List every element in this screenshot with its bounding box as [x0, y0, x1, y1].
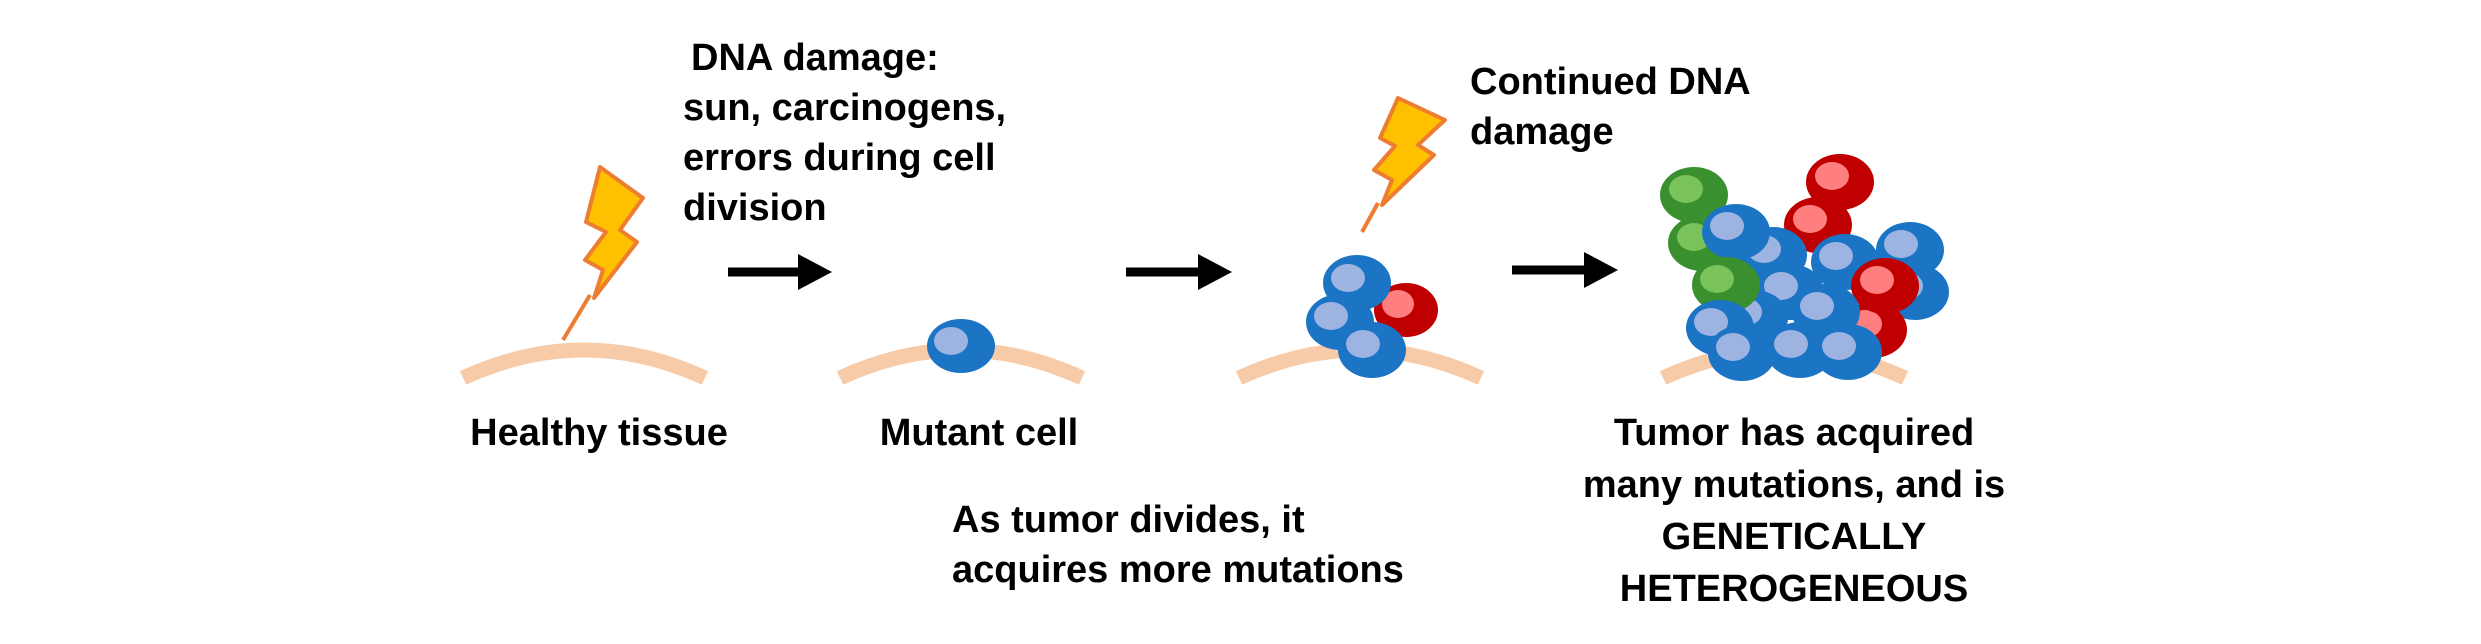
- stage-label-line: HETEROGENEOUS: [1619, 568, 1969, 610]
- stage-label: Mutant cell: [879, 412, 1079, 454]
- dna-damage-annotation: DNA damage: sun, carcinogens, errors dur…: [683, 33, 1006, 233]
- right-arrow-icon: [1512, 252, 1618, 288]
- stage-label-line: many mutations, and is: [1582, 464, 2006, 506]
- stage-label-healthy: Healthy tissue: [426, 408, 772, 458]
- dna-damage-line: errors during cell: [683, 137, 996, 179]
- stage-label-line: GENETICALLY: [1661, 516, 1927, 558]
- continued-damage-line: damage: [1470, 111, 1614, 153]
- lightning-bolt-icon: [561, 165, 645, 342]
- stage-label: Healthy tissue: [470, 412, 728, 454]
- dna-damage-line: sun, carcinogens,: [683, 87, 1007, 129]
- stage-label-tumor: Tumor has acquired many mutations, and i…: [1520, 407, 2068, 615]
- tissue-curve-healthy: [459, 342, 709, 385]
- dna-damage-line: division: [683, 187, 827, 229]
- dna-damage-line: DNA damage:: [691, 37, 939, 79]
- stage-label-line: As tumor divides, it: [952, 499, 1305, 541]
- mutant-cell: [927, 319, 995, 373]
- continued-damage-annotation: Continued DNA damage: [1470, 57, 1751, 157]
- stage-label-dividing: As tumor divides, it acquires more mutat…: [952, 495, 1404, 595]
- dividing-tumor-cells: [1306, 255, 1438, 378]
- right-arrow-icon: [728, 254, 832, 290]
- tissue-layer: [459, 342, 1909, 385]
- lightning-bolt-icon: [1360, 96, 1447, 233]
- right-arrow-icon: [1126, 254, 1232, 290]
- continued-damage-line: Continued DNA: [1470, 61, 1751, 103]
- stage-label-line: acquires more mutations: [952, 549, 1404, 591]
- stage-label-mutant: Mutant cell: [812, 408, 1146, 458]
- heterogeneous-tumor: [1660, 154, 1949, 381]
- stage-label-line: Tumor has acquired: [1613, 412, 1975, 454]
